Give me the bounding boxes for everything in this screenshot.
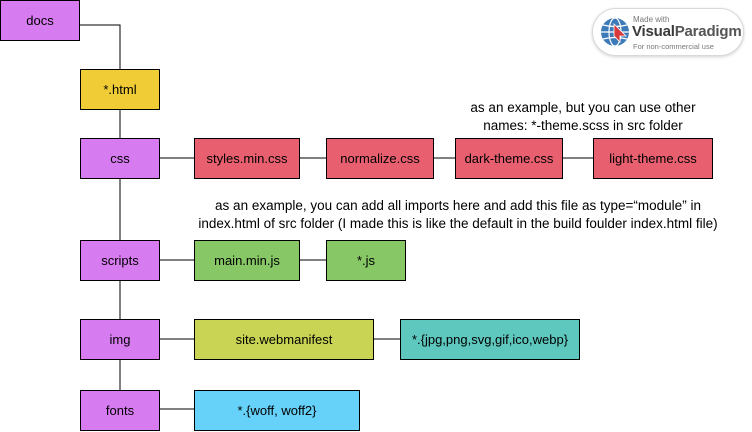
watermark-brand: VisualParadigm	[632, 23, 742, 40]
node-normalize-css: normalize.css	[326, 138, 434, 179]
node-fonts: fonts	[80, 390, 160, 431]
node-main-min-js: main.min.js	[194, 240, 300, 281]
node-css-label: css	[110, 151, 130, 166]
watermark-made-with: Made with	[633, 15, 670, 24]
node-fonts-label: fonts	[105, 403, 135, 418]
node-styles-min-css: styles.min.css	[194, 138, 300, 179]
node-main-min-js-label: main.min.js	[214, 253, 280, 268]
node-light-theme-css: light-theme.css	[593, 138, 713, 179]
node-site-webmanifest: site.webmanifest	[194, 319, 374, 360]
node-html: *.html	[80, 69, 160, 110]
node-img-formats: *.{jpg,png,svg,gif,ico,webp}	[400, 319, 580, 360]
node-html-label: *.html	[103, 82, 137, 97]
watermark-brand-part1: Visual	[632, 23, 675, 40]
node-js: *.js	[326, 240, 406, 281]
node-img: img	[80, 319, 160, 360]
node-dark-theme-css: dark-theme.css	[455, 138, 563, 179]
note-theme-line1: as an example, but you can use other	[470, 100, 696, 115]
node-img-formats-label: *.{jpg,png,svg,gif,ico,webp}	[411, 332, 569, 347]
node-font-formats-label: *.{woff, woff2}	[237, 403, 317, 418]
node-light-theme-css-label: light-theme.css	[609, 151, 697, 166]
note-module-line2: index.html of src folder (I made this is…	[198, 216, 718, 231]
node-font-formats: *.{woff, woff2}	[194, 390, 360, 431]
node-styles-min-css-label: styles.min.css	[206, 151, 288, 166]
node-docs: docs	[0, 0, 80, 41]
node-img-label: img	[109, 332, 131, 347]
visual-paradigm-watermark: Made with VisualParadigm For non-commerc…	[592, 8, 744, 56]
node-scripts: scripts	[80, 240, 160, 281]
note-module-import: as an example, you can add all imports h…	[168, 197, 748, 233]
node-css: css	[80, 138, 160, 179]
node-normalize-css-label: normalize.css	[340, 151, 420, 166]
note-theme-line2: names: *-theme.scss in src folder	[483, 118, 683, 133]
node-site-webmanifest-label: site.webmanifest	[235, 332, 333, 347]
node-scripts-label: scripts	[101, 253, 139, 268]
node-docs-label: docs	[26, 13, 54, 28]
globe-logo-icon	[601, 17, 629, 47]
watermark-brand-part2: Paradigm	[674, 23, 742, 40]
note-module-line1: as an example, you can add all imports h…	[215, 198, 701, 213]
watermark-subtitle: For non-commercial use	[633, 42, 714, 51]
note-theme-files: as an example, but you can use other nam…	[445, 99, 721, 135]
node-dark-theme-css-label: dark-theme.css	[464, 151, 554, 166]
node-js-label: *.js	[356, 253, 376, 268]
